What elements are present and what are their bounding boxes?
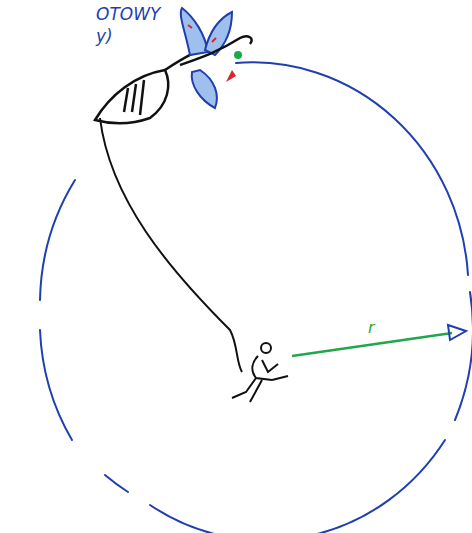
- bird: [180, 8, 252, 108]
- radius-label: r: [368, 318, 375, 337]
- title-fragment: OTOWY: [96, 4, 160, 24]
- circle-arc: [455, 292, 472, 420]
- person: [232, 343, 288, 402]
- circle-arc: [40, 330, 72, 440]
- circle-arc: [40, 180, 75, 300]
- kite-string: [100, 118, 242, 372]
- circle-arc: [150, 440, 445, 533]
- circle-arc: [236, 62, 468, 275]
- circle-arc: [105, 475, 128, 492]
- circle-path: [40, 62, 472, 533]
- radius-arrow: [292, 325, 466, 356]
- title-fragment: y): [96, 26, 113, 46]
